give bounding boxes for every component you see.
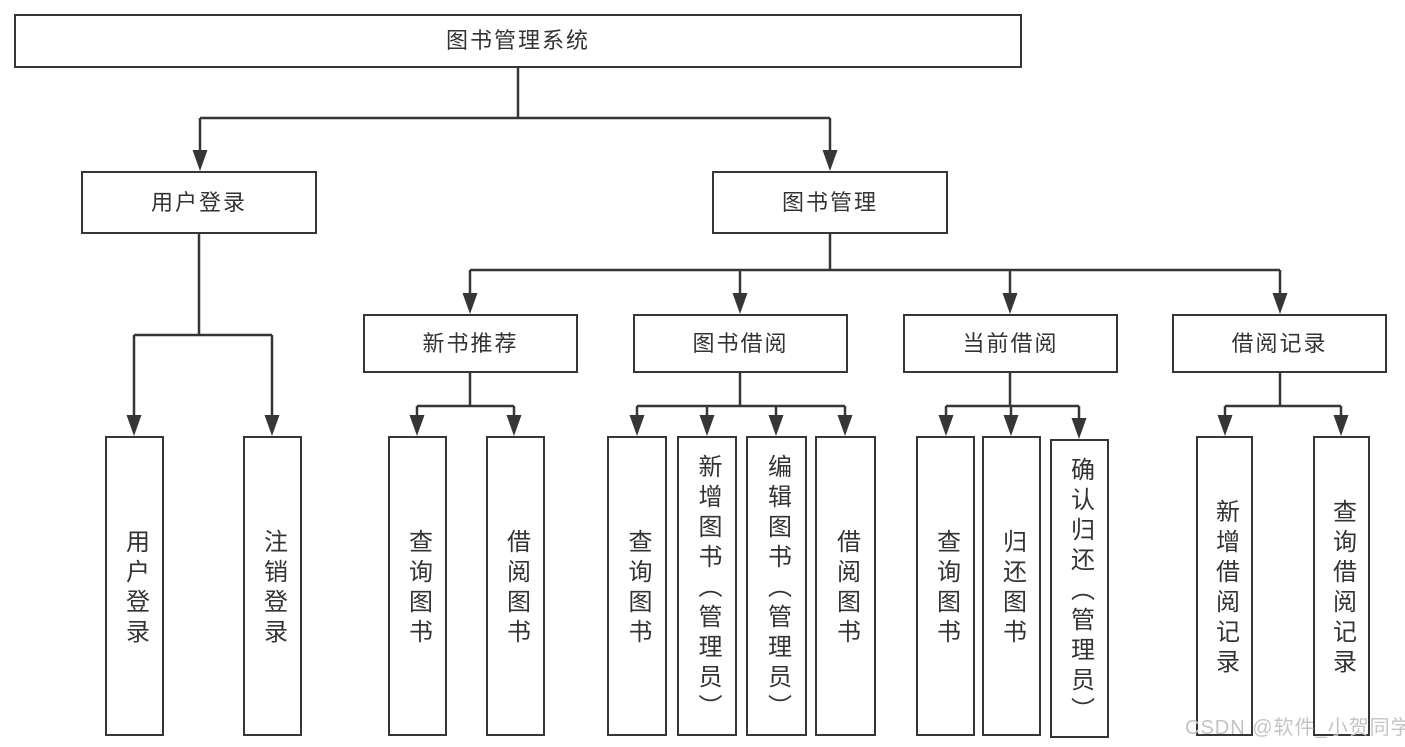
edge-records-to-leaves — [1217, 373, 1349, 436]
edge-root-to-level2 — [192, 68, 838, 171]
edge-current-to-leaves — [938, 373, 1087, 439]
edge-borrow-to-leaves — [629, 373, 853, 436]
leaf-user-login: 用户登录 — [105, 436, 164, 736]
leaf-query-books-borrow: 查询图书 — [607, 436, 667, 736]
edge-bookmgmt-to-level3 — [462, 234, 1288, 314]
edge-userlogin-to-leaves — [126, 234, 280, 436]
leaf-return-books: 归还图书 — [982, 436, 1041, 736]
node-book-management: 图书管理 — [712, 171, 948, 234]
leaf-confirm-return-admin: 确认归还（管理员） — [1050, 439, 1109, 738]
leaf-query-borrow-record: 查询借阅记录 — [1313, 436, 1370, 736]
node-new-book-recommendation: 新书推荐 — [363, 314, 578, 373]
node-user-login: 用户登录 — [81, 171, 317, 234]
leaf-query-books-current: 查询图书 — [916, 436, 975, 736]
leaf-borrow-books: 借阅图书 — [815, 436, 876, 736]
leaf-edit-books-admin: 编辑图书（管理员） — [746, 436, 807, 736]
leaf-add-books-admin: 新增图书（管理员） — [677, 436, 737, 736]
node-borrowing-records: 借阅记录 — [1172, 314, 1387, 373]
edge-newbook-to-leaves — [409, 373, 522, 436]
leaf-borrow-books-recommend: 借阅图书 — [486, 436, 545, 736]
node-current-borrowing: 当前借阅 — [903, 314, 1118, 373]
leaf-query-books-recommend: 查询图书 — [388, 436, 447, 736]
node-book-borrowing: 图书借阅 — [633, 314, 848, 373]
node-library-management-system: 图书管理系统 — [14, 14, 1022, 68]
leaf-add-borrow-record: 新增借阅记录 — [1196, 436, 1253, 736]
csdn-watermark: CSDN @软件_小贺同学 — [1185, 717, 1405, 739]
leaf-logout: 注销登录 — [243, 436, 302, 736]
